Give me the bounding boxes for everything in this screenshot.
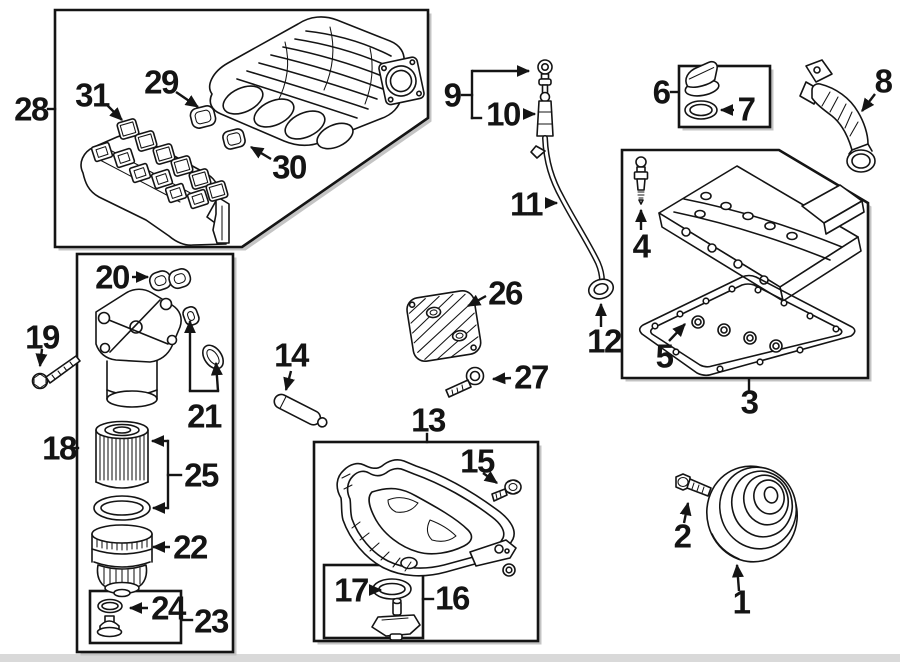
breather-hose-drawing bbox=[799, 59, 876, 173]
callout-5: 5 bbox=[655, 337, 674, 375]
housing-bolt-19-drawing bbox=[31, 355, 81, 390]
callout-31: 31 bbox=[75, 76, 110, 114]
callout-6: 6 bbox=[652, 73, 671, 111]
filter-oring-25-drawing bbox=[93, 495, 151, 521]
callout-15: 15 bbox=[460, 442, 495, 480]
sensor-4-drawing bbox=[633, 156, 649, 205]
drain-bolt-15-drawing bbox=[491, 479, 522, 502]
callout-8: 8 bbox=[874, 62, 893, 100]
callout-29: 29 bbox=[144, 63, 179, 101]
oil-filter-housing-drawing bbox=[95, 288, 182, 408]
oil-cap-seal-drawing bbox=[684, 100, 718, 120]
filter-element-drawing bbox=[95, 420, 149, 489]
intake-manifold-drawing bbox=[208, 16, 425, 150]
oil-cap-drawing bbox=[684, 61, 720, 97]
intake-gasket-strip-drawing bbox=[116, 118, 229, 202]
callout-3: 3 bbox=[740, 383, 759, 421]
callout-9: 9 bbox=[443, 76, 462, 114]
valve-cover-gasket-drawing bbox=[638, 274, 856, 377]
callout-23: 23 bbox=[194, 602, 229, 640]
pulley-bolt-drawing bbox=[675, 473, 712, 497]
callout-24: 24 bbox=[151, 589, 186, 627]
housing-gasket-20-drawing bbox=[148, 268, 192, 292]
callout-28: 28 bbox=[14, 90, 49, 128]
gasket-30-drawing bbox=[222, 128, 246, 150]
plug-24-drawing bbox=[96, 615, 123, 638]
oil-level-sensor-drawing bbox=[371, 597, 421, 641]
callout-7: 7 bbox=[737, 90, 756, 128]
bottom-bar bbox=[0, 654, 900, 662]
plug-oring-24-drawing bbox=[97, 598, 123, 614]
callout-arrows bbox=[35, 65, 876, 622]
valve-cover-drawing bbox=[658, 165, 865, 302]
callout-26: 26 bbox=[488, 274, 523, 312]
crank-pulley-drawing bbox=[705, 465, 799, 563]
callout-12: 12 bbox=[587, 322, 622, 360]
dowel-pin-14-drawing bbox=[273, 393, 328, 428]
callout-10: 10 bbox=[486, 95, 521, 133]
callout-30: 30 bbox=[272, 148, 307, 186]
callout-4: 4 bbox=[632, 227, 651, 265]
callout-22: 22 bbox=[173, 528, 208, 566]
lower-intake-drawing bbox=[80, 134, 230, 246]
pan-grommet-drawing bbox=[502, 563, 516, 577]
callout-1: 1 bbox=[732, 583, 751, 621]
callout-17: 17 bbox=[334, 571, 369, 609]
dipstick-oring-drawing bbox=[587, 278, 615, 300]
gasket-29-drawing bbox=[189, 105, 217, 129]
callout-18: 18 bbox=[42, 429, 77, 467]
throttle-flange bbox=[378, 56, 425, 106]
oil-pan-drawing bbox=[336, 459, 517, 577]
callout-14: 14 bbox=[274, 336, 309, 374]
callout-16: 16 bbox=[435, 579, 470, 617]
callout-27: 27 bbox=[514, 358, 549, 396]
dipstick-drawing bbox=[530, 59, 605, 284]
callout-20: 20 bbox=[95, 258, 130, 296]
callout-19: 19 bbox=[25, 318, 60, 356]
oil-cooler-drawing bbox=[406, 290, 482, 363]
callout-25: 25 bbox=[184, 456, 219, 494]
callout-2: 2 bbox=[673, 517, 692, 555]
cooler-bolt-27-drawing bbox=[445, 366, 485, 398]
callout-11: 11 bbox=[510, 185, 543, 223]
callout-13: 13 bbox=[411, 401, 446, 439]
filter-cap-22-drawing bbox=[91, 524, 153, 598]
callout-21: 21 bbox=[187, 397, 222, 435]
